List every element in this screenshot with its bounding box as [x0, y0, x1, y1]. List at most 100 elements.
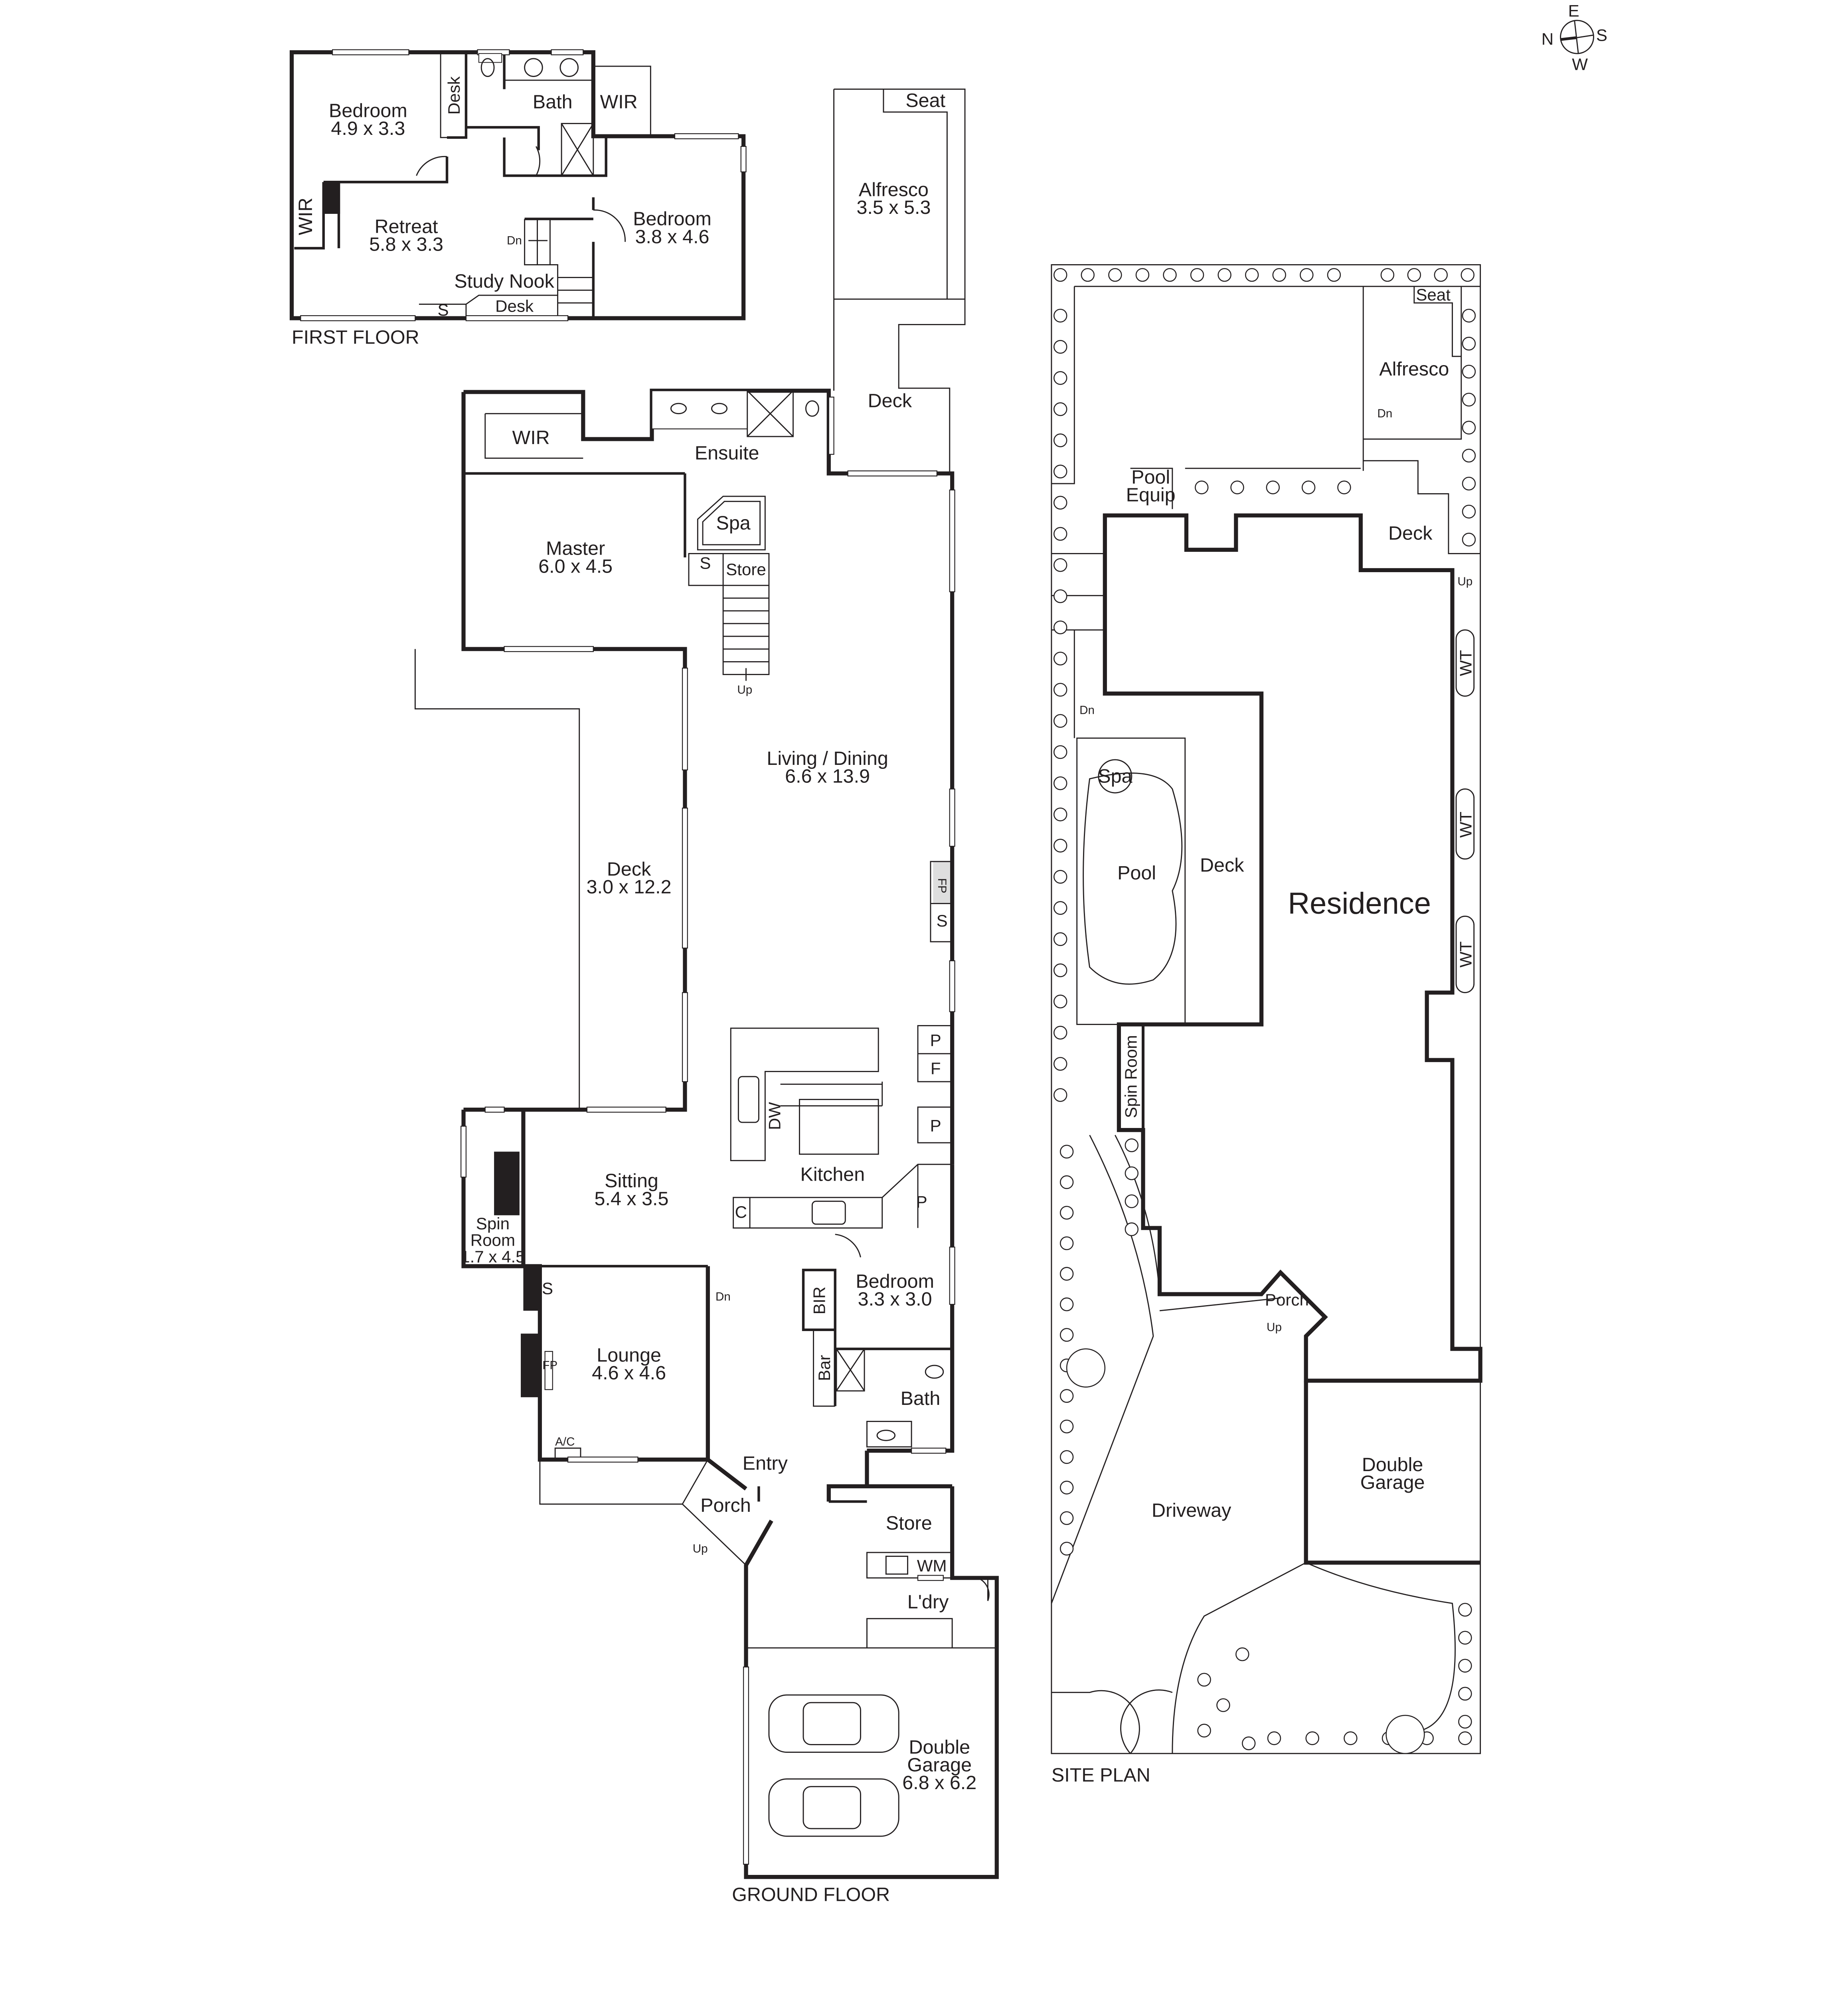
label-bar: Bar [815, 1355, 834, 1381]
tree-icon [1053, 496, 1067, 510]
room-size-living: 6.6 x 13.9 [785, 766, 870, 787]
tree-icon [1059, 1328, 1073, 1342]
label-c: C [735, 1203, 747, 1221]
site-label-dn-2: Dn [1079, 703, 1095, 717]
room-label-living: Living / Dining [767, 748, 888, 769]
label-p-1: P [930, 1031, 941, 1050]
tree-icon [1053, 620, 1067, 634]
tree-icon [1053, 963, 1067, 978]
site-label-pool-equip-1: Pool [1131, 466, 1170, 488]
site-label-alfresco: Alfresco [1379, 358, 1449, 380]
compass-e: E [1568, 2, 1579, 20]
tree-icon [1462, 308, 1476, 323]
tree-icon [1053, 402, 1067, 416]
tree-icon [1053, 1025, 1067, 1040]
tree-icon [1458, 1631, 1472, 1645]
site-label-up-1: Up [1457, 575, 1472, 588]
first-floor-title: FIRST FLOOR [292, 326, 419, 348]
tree-icon [1059, 1419, 1073, 1434]
tree-icon [1053, 714, 1067, 728]
site-label-spa: Spa [1098, 766, 1132, 787]
site-label-porch: Porch [1265, 1290, 1308, 1309]
room-label-wir-1: WIR [600, 91, 637, 113]
label-p-2: P [930, 1116, 941, 1135]
room-label-deck-top: Deck [868, 390, 912, 412]
tree-icon [1135, 268, 1149, 282]
label-fp-2: FP [542, 1359, 557, 1372]
site-label-spin-room: Spin Room [1121, 1035, 1140, 1118]
label-s: S [437, 300, 449, 319]
label-ac: A/C [555, 1435, 575, 1448]
site-label-wt-3: WT [1456, 941, 1475, 967]
room-label-study-nook: Study Nook [454, 271, 554, 292]
tree-icon [1059, 1145, 1073, 1159]
room-size-bedroom: 3.3 x 3.0 [858, 1288, 932, 1310]
tree-icon [1053, 652, 1067, 666]
large-tree-icon [1385, 1715, 1425, 1754]
tree-icon [1059, 1175, 1073, 1189]
site-label-wt-1: WT [1456, 650, 1475, 676]
room-label-bedroom-1: Bedroom [329, 100, 407, 122]
tree-icon [1462, 533, 1476, 547]
tree-icon [1458, 1603, 1472, 1617]
label-desk-2: Desk [495, 297, 534, 316]
tree-icon [1053, 808, 1067, 822]
room-label-master: Master [546, 538, 605, 559]
tree-icon [1230, 480, 1244, 494]
tree-icon [1053, 308, 1067, 323]
compass-w: W [1572, 55, 1588, 74]
tree-icon [1462, 393, 1476, 407]
tree-icon [1053, 589, 1067, 603]
room-label-wir-2: WIR [295, 198, 316, 235]
room-label-store-2: Store [885, 1512, 932, 1534]
tree-icon [1190, 268, 1204, 282]
label-seat: Seat [905, 90, 945, 111]
label-fp-1: FP [935, 878, 949, 893]
label-dn: Dn [506, 234, 522, 247]
tree-icon [1053, 839, 1067, 853]
room-label-ensuite: Ensuite [694, 442, 759, 464]
ground-floor-title: GROUND FLOOR [732, 1884, 890, 1906]
site-label-pool-equip-2: Equip [1126, 484, 1175, 506]
tree-icon [1125, 1222, 1138, 1237]
room-size-alfresco: 3.5 x 5.3 [856, 197, 931, 218]
label-wm: WM [917, 1556, 947, 1575]
room-label-entry: Entry [742, 1453, 788, 1474]
room-label-wir: WIR [512, 427, 549, 448]
site-label-deck-2: Deck [1200, 855, 1244, 876]
tree-icon [1108, 268, 1122, 282]
tree-icon [1266, 480, 1280, 494]
floor-plan: E N S W Bedroom 4.9 x 3.3 Desk Bath WIR … [289, 2, 1607, 1906]
tree-icon [1053, 683, 1067, 697]
tree-icon [1053, 433, 1067, 447]
room-label-bedroom-2: Bedroom [633, 208, 712, 230]
label-up-1: Up [737, 683, 752, 696]
tree-icon [1059, 1481, 1073, 1495]
tree-icon [1059, 1542, 1073, 1556]
tree-icon [1305, 1731, 1319, 1745]
room-size-lounge: 4.6 x 4.6 [592, 1362, 666, 1384]
tree-icon [1462, 505, 1476, 519]
room-label-spin-room-2: Room [470, 1231, 515, 1249]
tree-icon [1053, 901, 1067, 915]
site-plan-title: SITE PLAN [1051, 1764, 1150, 1786]
label-f: F [930, 1059, 941, 1078]
tree-icon [1194, 480, 1208, 494]
tree-icon [1407, 268, 1421, 282]
label-s-2: S [936, 911, 947, 930]
room-label-bath: Bath [900, 1388, 940, 1409]
ground-floor-plan: Seat Alfresco 3.5 x 5.3 Deck WIR Ensuite… [414, 89, 999, 1906]
tree-icon [1267, 1731, 1281, 1745]
tree-icon [1380, 268, 1394, 282]
tree-icon [1053, 776, 1067, 790]
tree-icon [1059, 1206, 1073, 1220]
label-dn: Dn [715, 1290, 730, 1303]
site-label-seat: Seat [1416, 285, 1451, 304]
room-label-laundry: L'dry [907, 1591, 949, 1613]
room-label-alfresco: Alfresco [858, 179, 928, 200]
tree-icon [1343, 1731, 1358, 1745]
tree-icon [1197, 1673, 1211, 1687]
tree-icon [1081, 268, 1095, 282]
car-icon [768, 1694, 899, 1753]
tree-icon [1458, 1659, 1472, 1673]
